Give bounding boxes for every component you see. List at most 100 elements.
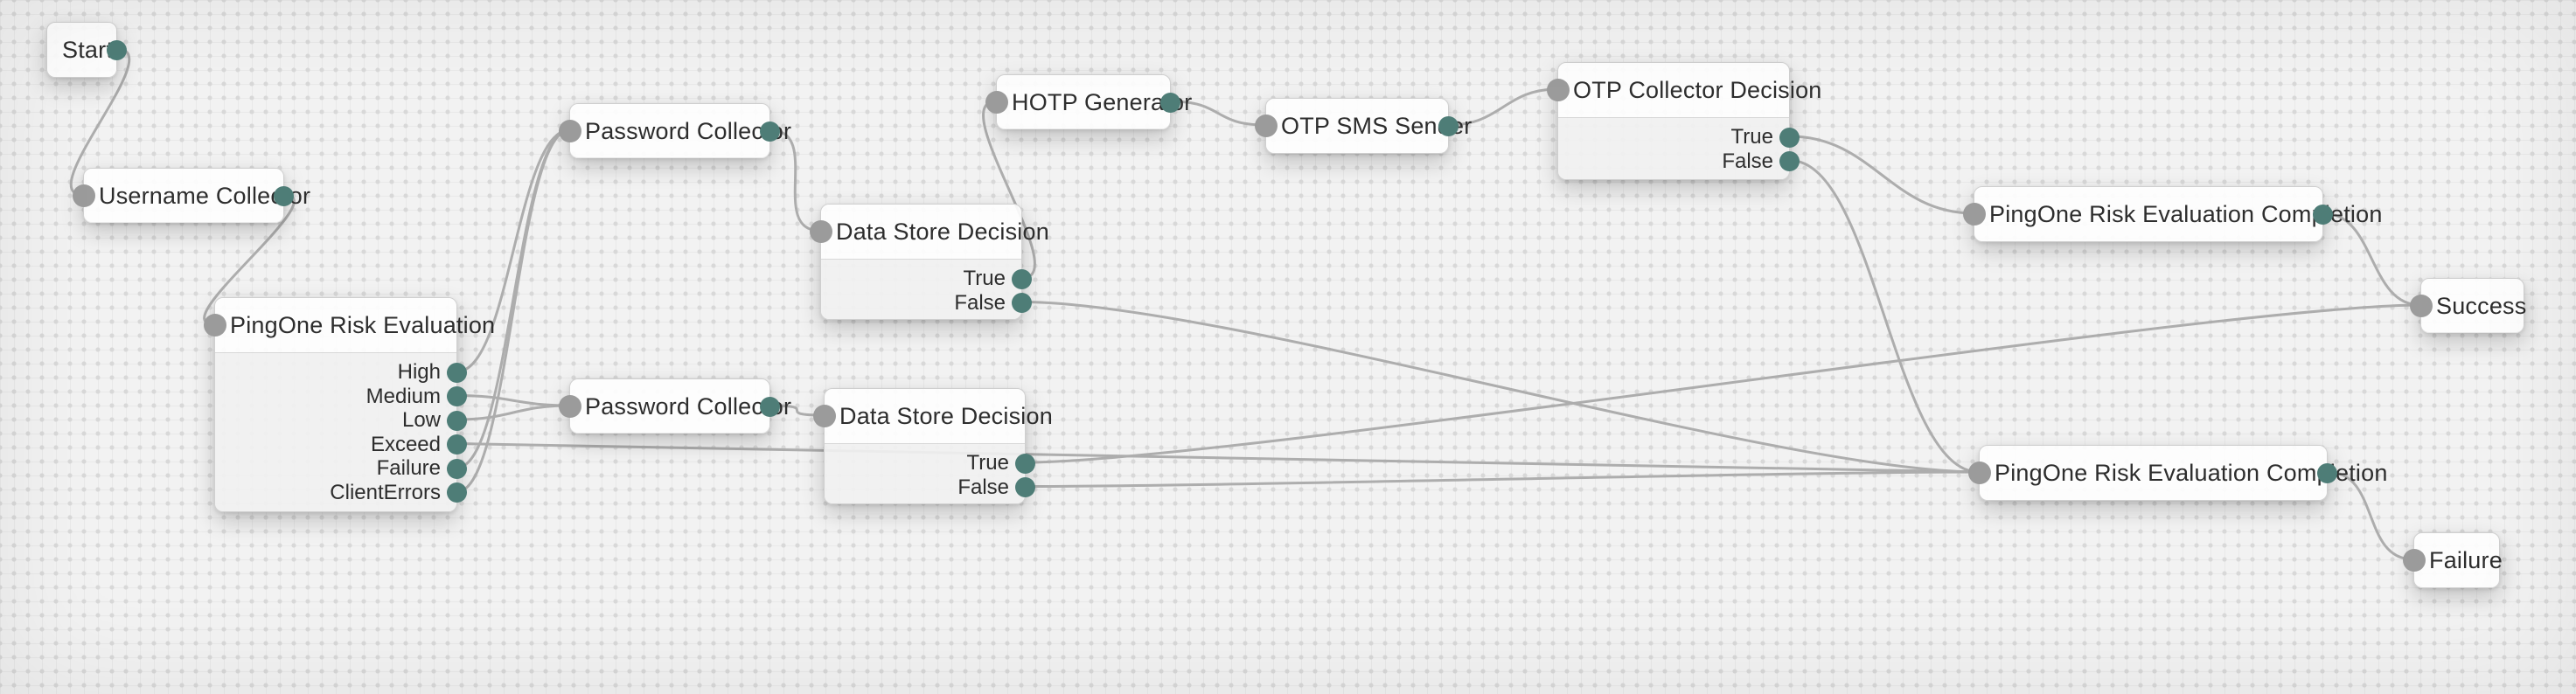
node-header: Success bbox=[2421, 279, 2527, 333]
node-header: PingOne Risk Evaluation Completion bbox=[1974, 187, 2382, 241]
outcome-port-dot-true[interactable] bbox=[1015, 453, 1035, 474]
node-header: PingOne Risk Evaluation Completion bbox=[1980, 446, 2387, 500]
node-outcomes-body bbox=[821, 259, 1021, 319]
outcome-label-false: False bbox=[1722, 149, 1773, 173]
node-outcomes-body bbox=[215, 352, 456, 511]
node-outcomes-body bbox=[1558, 117, 1789, 179]
input-port-dot[interactable] bbox=[1255, 115, 1278, 137]
edge-pingone-risk-evaluation-High-to-password-collector-1[interactable] bbox=[456, 128, 571, 373]
outcome-label-false: False bbox=[957, 475, 1009, 499]
outcome-label-failure: Failure bbox=[376, 456, 441, 480]
node-success[interactable]: Success bbox=[2410, 278, 2527, 333]
outcome-port-dot-exceed[interactable] bbox=[447, 434, 467, 455]
edge-pingone-risk-evaluation-Exceed-to-pingone-completion-2[interactable] bbox=[456, 442, 1981, 474]
input-port-dot[interactable] bbox=[559, 395, 581, 418]
node-header: Password Collector bbox=[570, 104, 791, 158]
node-failure[interactable]: Failure bbox=[2403, 532, 2503, 588]
node-title: Data Store Decision bbox=[839, 402, 1053, 429]
output-port-dot[interactable] bbox=[1438, 115, 1459, 136]
edge-data-store-decision-1-False-to-pingone-completion-2[interactable] bbox=[1020, 301, 1981, 474]
output-port-dot[interactable] bbox=[107, 39, 127, 60]
edge-pingone-risk-evaluation-Failure-to-password-collector-1[interactable] bbox=[456, 128, 571, 469]
edge-data-store-decision-2-False-to-pingone-completion-2[interactable] bbox=[1024, 470, 1981, 488]
node-pingone-completion-2[interactable]: PingOne Risk Evaluation Completion bbox=[1968, 445, 2387, 501]
outcome-label-high: High bbox=[397, 360, 441, 384]
edge-otp-collector-decision-False-to-pingone-completion-2[interactable] bbox=[1788, 159, 1981, 474]
outcome-label-true: True bbox=[963, 267, 1006, 290]
input-port-dot[interactable] bbox=[810, 220, 832, 243]
node-title: Success bbox=[2436, 292, 2527, 319]
outcome-port-dot-low[interactable] bbox=[447, 410, 467, 431]
node-otp-sms-sender[interactable]: OTP SMS Sender bbox=[1255, 98, 1472, 154]
output-port-dot[interactable] bbox=[760, 396, 780, 417]
node-outcomes-body bbox=[825, 443, 1025, 503]
output-port-dot[interactable] bbox=[760, 121, 780, 142]
outcome-label-medium: Medium bbox=[366, 384, 441, 408]
output-port-dot[interactable] bbox=[274, 185, 294, 206]
node-title: Failure bbox=[2429, 546, 2503, 573]
outcome-port-dot-clienterrors[interactable] bbox=[447, 482, 467, 503]
node-start[interactable]: Start bbox=[46, 22, 127, 78]
outcome-label-true: True bbox=[1730, 125, 1773, 149]
outcome-port-dot-high[interactable] bbox=[447, 362, 467, 383]
edge-data-store-decision-1-True-to-hotp-generator[interactable] bbox=[982, 100, 1036, 280]
node-header: PingOne Risk Evaluation bbox=[215, 298, 495, 352]
input-port-dot[interactable] bbox=[813, 405, 836, 427]
node-hotp-generator[interactable]: HOTP Generator bbox=[985, 74, 1192, 129]
edge-password-collector-2-out-to-data-store-decision-2[interactable] bbox=[769, 404, 825, 417]
edge-data-store-decision-2-True-to-success[interactable] bbox=[1024, 303, 2422, 464]
node-title: Password Collector bbox=[585, 392, 792, 420]
output-port-dot[interactable] bbox=[2317, 462, 2337, 483]
edge-pingone-risk-evaluation-ClientErrors-to-password-collector-1[interactable] bbox=[456, 128, 571, 493]
node-header: Password Collector bbox=[570, 379, 791, 434]
output-port-dot[interactable] bbox=[2313, 204, 2333, 225]
outcome-label-exceed: Exceed bbox=[370, 432, 441, 456]
edge-username-collector-out-to-pingone-risk-evaluation[interactable] bbox=[203, 193, 296, 326]
output-port-dot[interactable] bbox=[1160, 92, 1180, 113]
node-username-collector[interactable]: Username Collector bbox=[73, 168, 310, 223]
node-title: Start bbox=[62, 36, 114, 63]
input-port-dot[interactable] bbox=[1963, 203, 1986, 226]
outcome-port-dot-false[interactable] bbox=[1012, 293, 1032, 313]
edge-otp-collector-decision-True-to-pingone-completion-1[interactable] bbox=[1788, 135, 1975, 215]
node-pingone-completion-1[interactable]: PingOne Risk Evaluation Completion bbox=[1963, 186, 2382, 242]
outcome-port-dot-false[interactable] bbox=[1015, 477, 1035, 497]
node-password-collector-2[interactable]: Password Collector bbox=[559, 378, 791, 434]
node-password-collector-1[interactable]: Password Collector bbox=[559, 103, 791, 158]
input-port-dot[interactable] bbox=[2410, 295, 2433, 317]
edge-otp-sms-sender-out-to-otp-collector-decision[interactable] bbox=[1447, 87, 1559, 127]
outcome-port-dot-true[interactable] bbox=[1779, 127, 1800, 148]
edge-password-collector-1-out-to-data-store-decision-1[interactable] bbox=[769, 128, 822, 232]
outcome-port-dot-failure[interactable] bbox=[447, 458, 467, 479]
node-header: Data Store Decision bbox=[821, 205, 1049, 259]
edge-pingone-completion-1-out-to-success[interactable] bbox=[2322, 212, 2422, 307]
input-port-dot[interactable] bbox=[2403, 549, 2426, 572]
edge-hotp-generator-out-to-otp-sms-sender[interactable] bbox=[1169, 100, 1267, 127]
node-title: PingOne Risk Evaluation bbox=[230, 311, 496, 338]
node-header: Failure bbox=[2414, 533, 2503, 587]
outcome-label-false: False bbox=[954, 290, 1006, 315]
outcome-label-clienterrors: ClientErrors bbox=[330, 480, 441, 504]
node-header: Data Store Decision bbox=[825, 389, 1053, 443]
edge-start-out-to-username-collector[interactable] bbox=[69, 47, 131, 197]
input-port-dot[interactable] bbox=[73, 184, 95, 207]
edge-pingone-risk-evaluation-Low-to-password-collector-2[interactable] bbox=[456, 404, 571, 421]
input-port-dot[interactable] bbox=[1968, 462, 1991, 484]
node-header: OTP SMS Sender bbox=[1266, 99, 1472, 153]
outcome-label-low: Low bbox=[401, 408, 441, 432]
outcome-port-dot-false[interactable] bbox=[1779, 151, 1800, 171]
edge-pingone-risk-evaluation-Medium-to-password-collector-2[interactable] bbox=[456, 394, 571, 407]
edge-pingone-completion-2-out-to-failure[interactable] bbox=[2326, 470, 2415, 561]
input-port-dot[interactable] bbox=[559, 120, 581, 142]
outcome-port-dot-true[interactable] bbox=[1012, 268, 1032, 289]
input-port-dot[interactable] bbox=[985, 91, 1008, 114]
outcome-port-dot-medium[interactable] bbox=[447, 386, 467, 406]
input-port-dot[interactable] bbox=[204, 314, 226, 337]
input-port-dot[interactable] bbox=[1547, 79, 1570, 101]
